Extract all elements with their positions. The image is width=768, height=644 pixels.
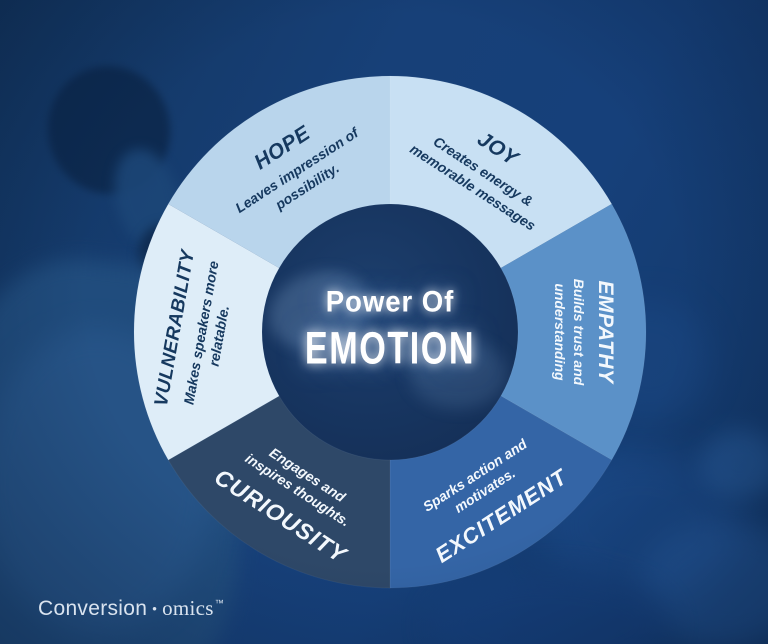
center-title-line2: EMOTION — [305, 323, 475, 375]
segment-vulnerability — [133, 203, 280, 461]
brand-name-first: Conversion — [38, 597, 148, 620]
brand-name-second: omics — [162, 596, 214, 620]
segment-hope — [167, 75, 391, 269]
segment-joy — [389, 75, 613, 269]
center-circle-backdrop — [262, 204, 518, 460]
brand-logo: Conversion • omics™ — [38, 596, 224, 621]
brand-trademark: ™ — [214, 598, 225, 608]
segment-curiousity — [167, 395, 391, 589]
brand-dot-separator: • — [152, 601, 158, 616]
segment-empathy — [500, 203, 647, 461]
audience-blur-blob — [700, 430, 768, 500]
segment-excitement — [389, 395, 613, 589]
wheel-center-title: Power Of EMOTION — [278, 286, 502, 375]
center-title-line1: Power Of — [287, 286, 493, 320]
